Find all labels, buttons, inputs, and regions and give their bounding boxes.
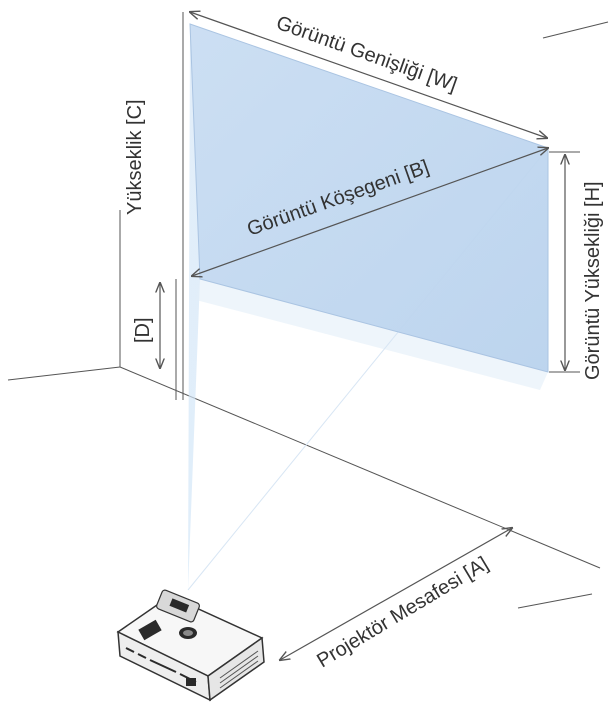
width-arrow [190, 12, 547, 138]
projector-device-icon [116, 589, 265, 702]
distance-arrow [280, 528, 512, 660]
elevation-label: Yükseklik [C] [124, 99, 146, 215]
offset-label: [D] [132, 317, 154, 343]
floor-lines [7, 21, 609, 609]
diagonal-arrow [192, 148, 548, 276]
projector-distance-label: Projektör Mesafesi [A] [313, 553, 492, 673]
dimension-arrows [160, 12, 565, 660]
extension-lines [175, 12, 580, 400]
image-height-label: Görüntü Yüksekliği [H] [582, 181, 604, 380]
